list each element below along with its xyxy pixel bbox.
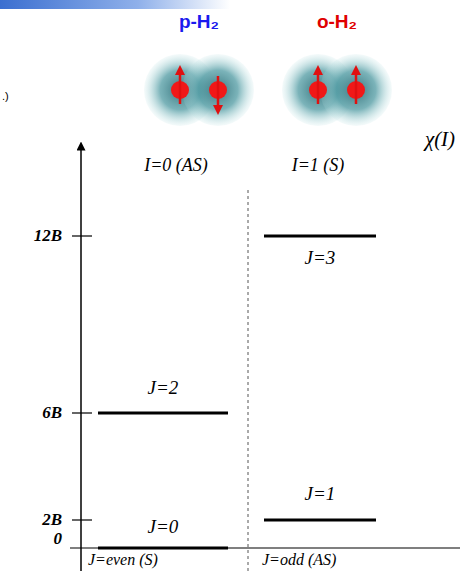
symmetry-label: J=even (S) [88,551,158,569]
tick [72,519,92,520]
energy-level [264,519,376,522]
cropped-note: .) [2,90,9,102]
zero-axis [70,547,460,548]
energy-value: 2B [42,511,62,530]
separator-line [248,190,249,571]
energy-value: 6B [42,404,62,423]
para-molecule [144,54,254,126]
level-label: J=2 [148,378,179,399]
tick [72,235,92,236]
energy-value: 0 [54,530,63,549]
level-label: J=1 [305,484,336,505]
tick [72,412,92,413]
energy-value: 12B [34,227,62,246]
nuclear-spin-label: I=0 (AS) [144,156,208,176]
energy-level [98,547,228,550]
level-label: J=3 [305,248,336,269]
energy-axis [80,146,82,571]
header-bar [0,0,230,9]
level-label: J=0 [148,517,179,538]
energy-level [264,235,376,238]
spin-function-label: χ(I) [425,128,455,151]
ortho-molecule [282,54,392,126]
nuclear-spin-label: I=1 (S) [292,156,345,176]
column-header: o-H₂ [317,12,357,33]
column-header: p-H₂ [179,12,219,33]
symmetry-label: J=odd (AS) [262,551,336,569]
energy-level [98,412,228,415]
